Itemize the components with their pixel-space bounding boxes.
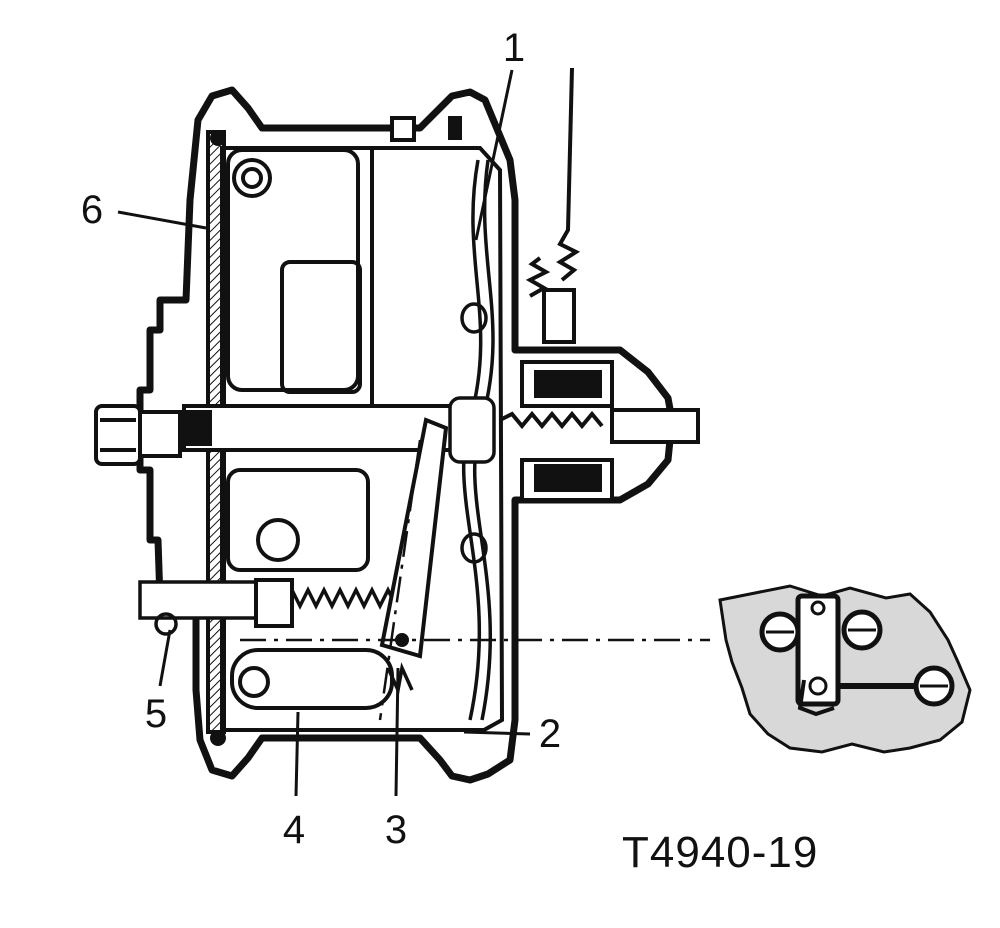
callout-2: 2 bbox=[538, 712, 562, 756]
solenoid-body bbox=[499, 360, 700, 502]
top-cap bbox=[390, 116, 462, 142]
push-rod bbox=[94, 404, 456, 466]
adjuster-detail-inset bbox=[718, 584, 972, 754]
callout-4: 4 bbox=[282, 808, 306, 852]
electrical-connector bbox=[525, 67, 581, 344]
figure-code: T4940-19 bbox=[622, 828, 819, 877]
callout-5: 5 bbox=[144, 692, 168, 736]
callout-1: 1 bbox=[502, 26, 526, 70]
callout-3: 3 bbox=[384, 808, 408, 852]
valve-spring-assembly bbox=[138, 578, 422, 696]
upper-chamber bbox=[226, 148, 362, 394]
callout-6: 6 bbox=[80, 188, 104, 232]
flexible-diaphragm bbox=[448, 159, 496, 721]
center-lines bbox=[240, 439, 710, 721]
control-lever bbox=[379, 417, 449, 659]
housing-outline bbox=[136, 86, 676, 784]
leader-lines bbox=[117, 69, 531, 797]
